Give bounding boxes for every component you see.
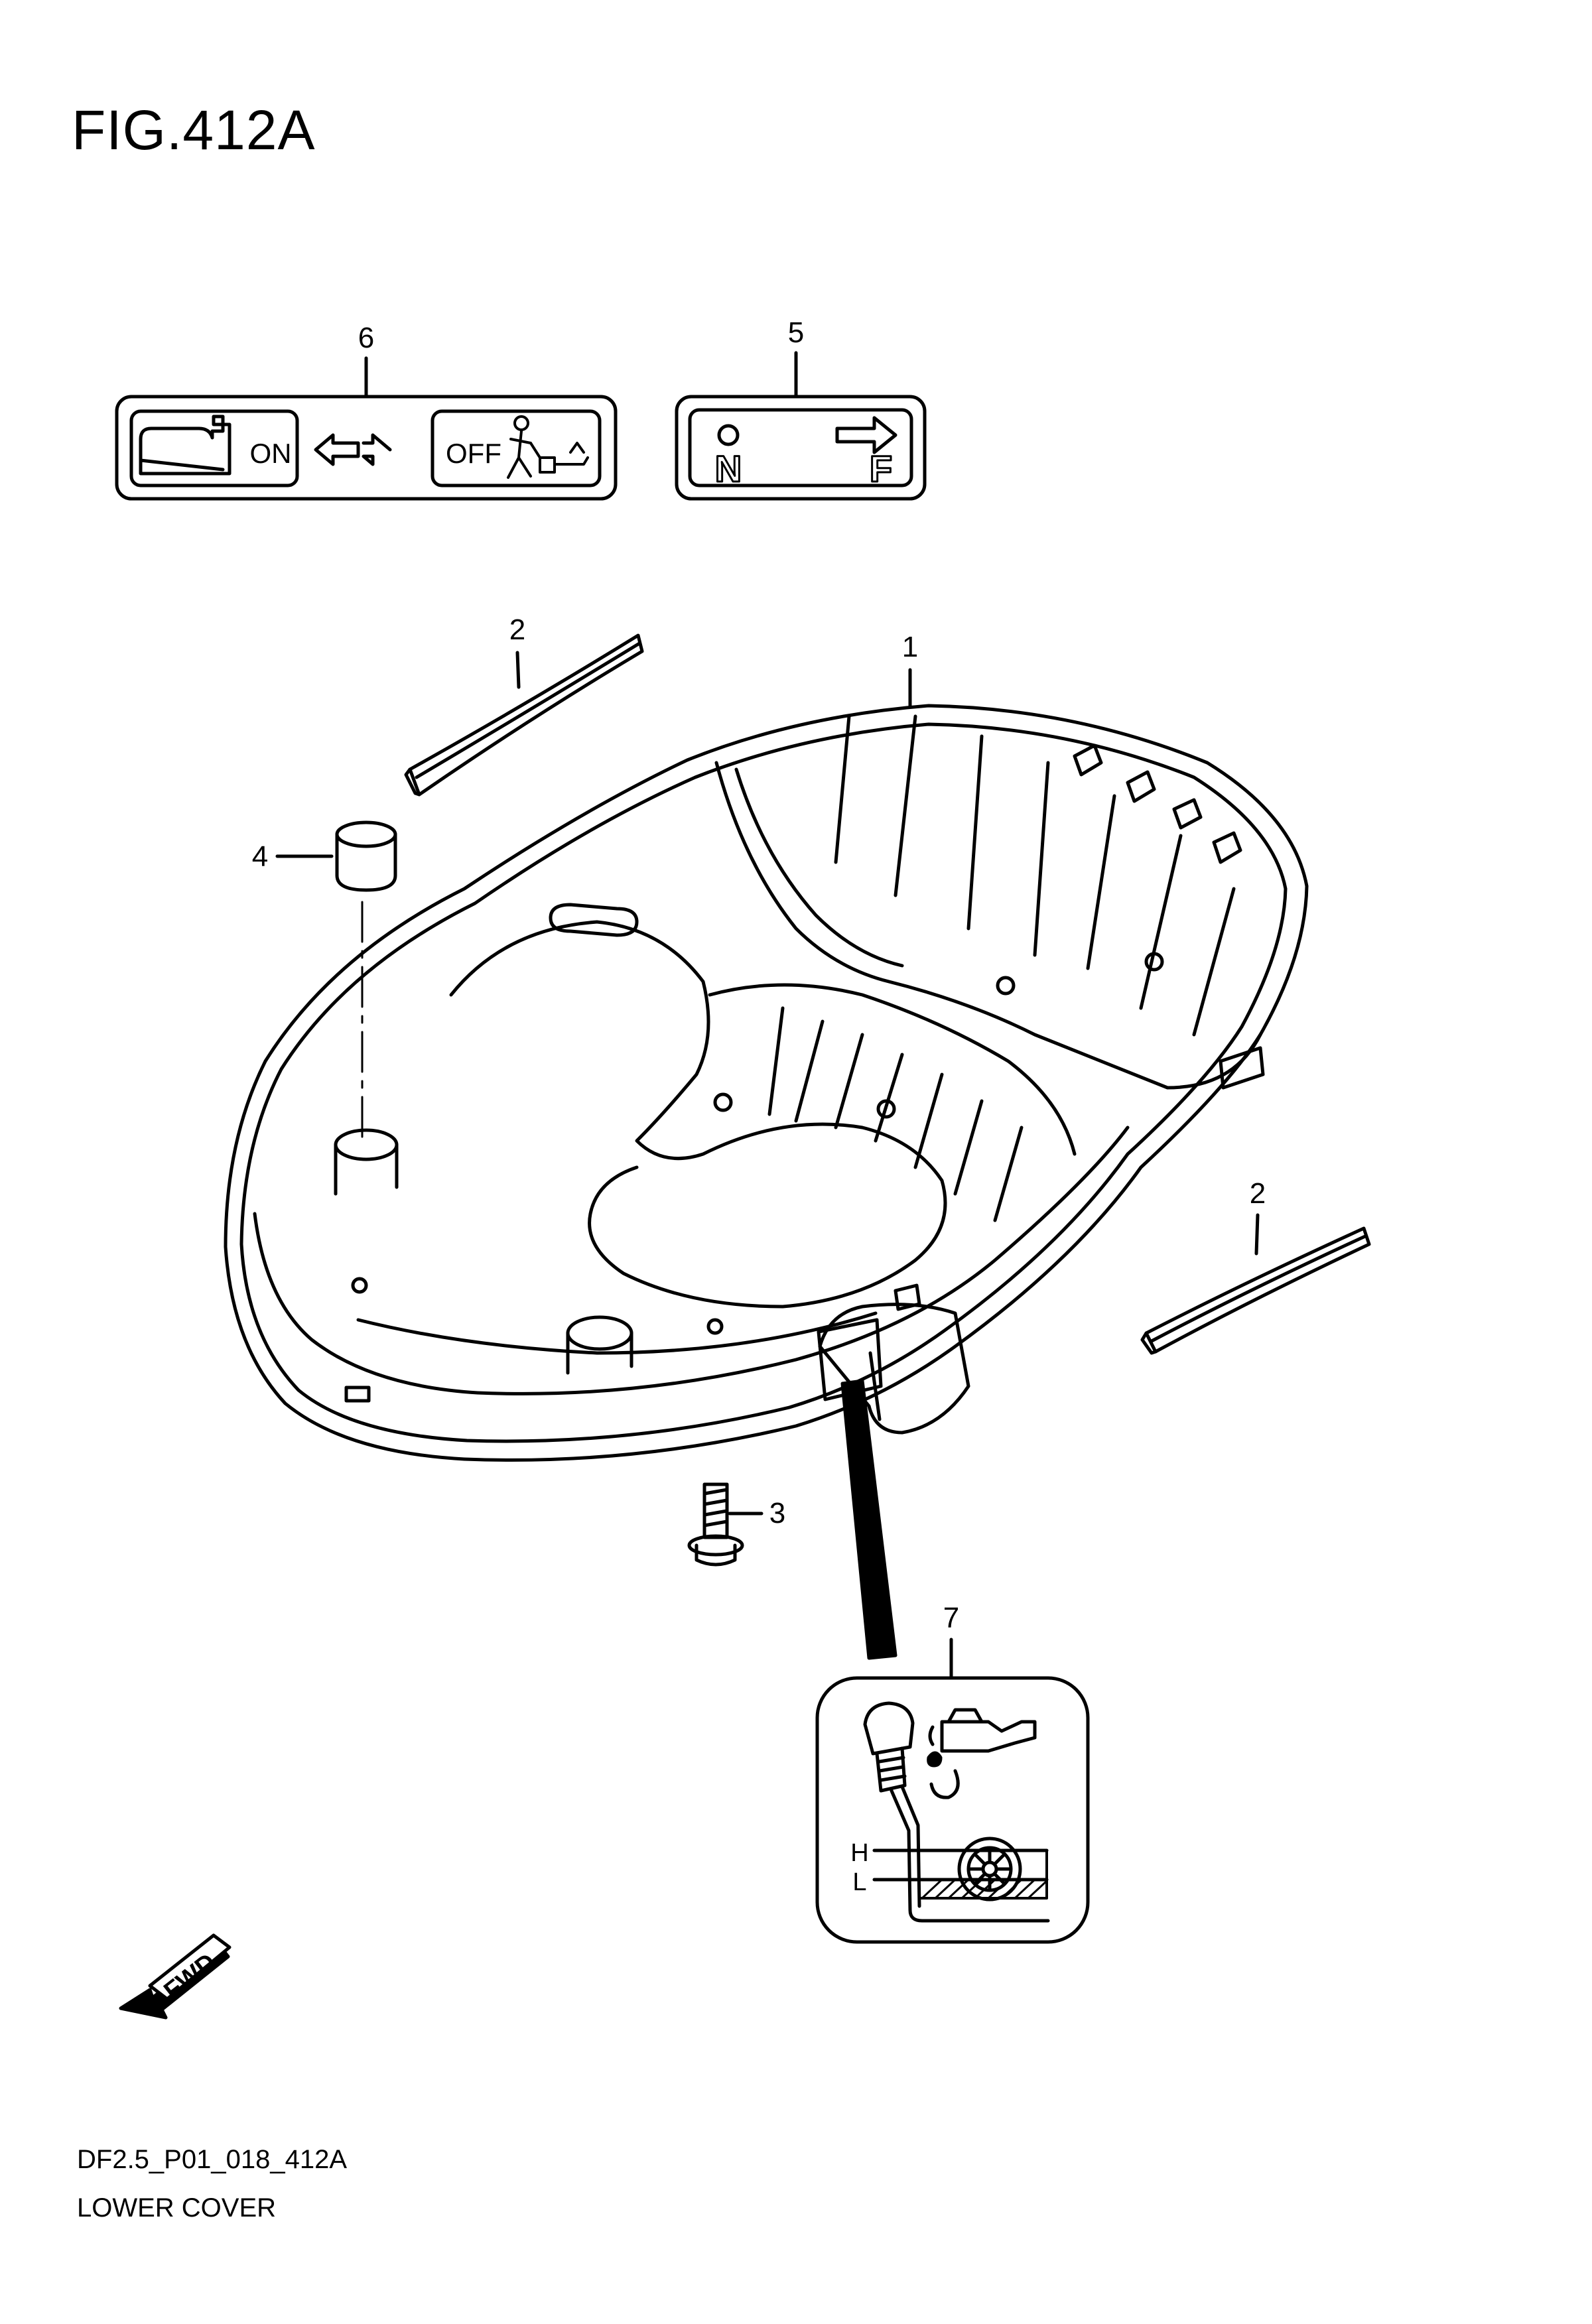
- h-text: H: [850, 1839, 868, 1867]
- l-text: L: [852, 1868, 866, 1896]
- forward-arrow-icon: [835, 416, 897, 454]
- part-5-neutral-forward-decal[interactable]: 5 N F: [675, 316, 927, 501]
- oil-cap-icon: [863, 1701, 915, 1756]
- part-4-bushing[interactable]: 4: [252, 820, 397, 1142]
- part-3-bolt[interactable]: 3: [687, 1482, 785, 1567]
- n-text: N: [715, 448, 742, 489]
- part-7-oil-level-decal[interactable]: 7 H L: [815, 1602, 1090, 1944]
- oil-level-decal-position: [817, 1318, 883, 1401]
- part-2-seal-strip-right[interactable]: 2: [1140, 1177, 1371, 1355]
- callout-4: 4: [252, 840, 268, 873]
- oil-can-icon: [940, 1708, 1037, 1753]
- figure-code: DF2.5_P01_018_412A: [77, 2145, 347, 2174]
- callout-2-right: 2: [1250, 1177, 1266, 1210]
- figure-name: LOWER COVER: [77, 2193, 277, 2223]
- sight-glass-icon: [957, 1837, 1022, 1902]
- fwd-direction-marker: FWD: [119, 1933, 232, 2020]
- part-2-seal-strip-upper[interactable]: 2: [404, 613, 644, 797]
- off-text: OFF: [446, 438, 501, 469]
- neutral-circle-icon: [717, 424, 740, 446]
- callout-6: 6: [358, 322, 374, 354]
- fuel-tank-icon: [139, 415, 232, 476]
- callout-7-pointer: [840, 1379, 897, 1660]
- person-leaving-icon: [507, 415, 589, 479]
- callout-7: 7: [943, 1602, 959, 1634]
- part-6-onoff-decal[interactable]: 6 ON OFF: [115, 322, 618, 501]
- double-arrow-icon: [314, 433, 392, 466]
- callout-3: 3: [769, 1497, 785, 1529]
- figure-title: FIG.412A: [72, 99, 316, 161]
- callout-2-upper: 2: [509, 613, 525, 646]
- callout-1: 1: [902, 631, 918, 663]
- on-text: ON: [250, 438, 292, 469]
- f-text: F: [870, 448, 892, 489]
- callout-5: 5: [788, 316, 804, 349]
